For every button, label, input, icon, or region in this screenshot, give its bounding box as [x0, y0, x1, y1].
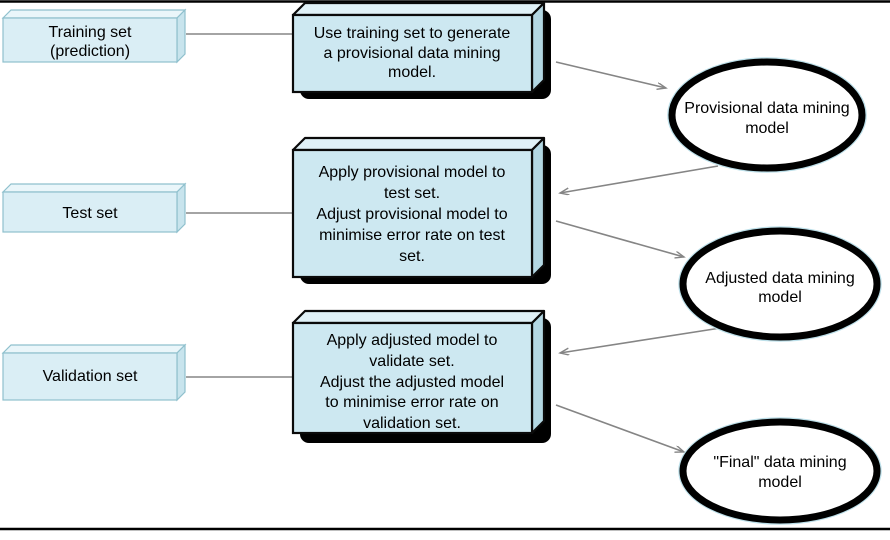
model-node-final: "Final" data mining model	[678, 417, 882, 525]
arrow-process3-to-final-model	[555, 404, 684, 452]
arrow-process1-to-provisional-model	[555, 61, 666, 88]
process-2-label-line5: set.	[399, 248, 425, 265]
adjusted-model-rim	[678, 226, 882, 342]
validation-set-box	[2, 352, 178, 401]
validation-set-box-top-face	[1, 344, 187, 354]
validation-set-box-side-face	[176, 343, 186, 402]
process-node-3: Apply adjusted model to validate set. Ad…	[291, 309, 551, 443]
final-model-rim	[678, 417, 882, 525]
process-2-label-line3: Adjust provisional model to	[316, 206, 507, 223]
model-node-provisional: Provisional data mining model	[667, 57, 867, 173]
test-set-box-side-face	[176, 182, 186, 234]
training-set-box-side-face	[176, 8, 186, 64]
final-model-ellipse	[679, 418, 881, 524]
adjusted-model-ellipse	[679, 227, 881, 341]
process-2-box	[291, 148, 534, 279]
process-2-label-line4: minimise error rate on test	[319, 227, 505, 244]
process-1-top-face	[291, 1, 546, 17]
process-3-label-line5: validation set.	[363, 415, 461, 432]
process-3-label-line2: validate set.	[369, 353, 454, 370]
adjusted-model-label-line1: Adjusted data mining	[705, 270, 854, 287]
model-node-adjusted: Adjusted data mining model	[678, 226, 882, 342]
training-set-box-top-face	[1, 9, 187, 19]
arrow-provisional-model-to-process2	[560, 165, 719, 193]
training-set-label-line2: (prediction)	[50, 43, 130, 60]
adjusted-model-label-line2: model	[758, 289, 802, 306]
process-3-label-line1: Apply adjusted model to	[327, 332, 498, 349]
input-node-test-set: Test set	[1, 182, 187, 234]
process-2-side-face	[530, 136, 546, 279]
provisional-model-rim	[667, 57, 867, 173]
process-3-label-line3: Adjust the adjusted model	[320, 374, 504, 391]
input-node-training-set: Training set (prediction)	[1, 8, 187, 64]
provisional-model-label-line1: Provisional data mining	[684, 100, 849, 117]
process-1-label-line1: Use training set to generate	[314, 25, 511, 42]
provisional-model-ellipse	[668, 58, 866, 172]
input-node-validation-set: Validation set	[1, 343, 187, 402]
final-model-label-line1: "Final" data mining	[713, 454, 846, 471]
process-node-1: Use training set to generate a provision…	[291, 1, 551, 99]
test-set-label: Test set	[62, 205, 118, 222]
process-node-2: Apply provisional model to test set. Adj…	[291, 136, 551, 284]
validation-set-label: Validation set	[43, 368, 138, 385]
process-1-side-face	[530, 1, 546, 94]
process-3-side-face	[530, 309, 546, 435]
arrow-process2-to-adjusted-model	[555, 220, 684, 257]
training-set-box	[2, 17, 178, 63]
process-1-label-line3: model.	[388, 64, 436, 81]
process-3-label-line4: to minimise error rate on	[325, 394, 498, 411]
training-set-label-line1: Training set	[49, 24, 133, 41]
test-set-box	[2, 191, 178, 233]
process-2-label-line1: Apply provisional model to	[319, 164, 506, 181]
process-2-label-line2: test set.	[384, 185, 440, 202]
final-model-label-line2: model	[758, 474, 802, 491]
process-1-label-line2: a provisional data mining	[324, 45, 501, 62]
process-2-top-face	[291, 136, 546, 152]
process-1-box	[291, 13, 534, 94]
provisional-model-label-line2: model	[745, 120, 789, 137]
test-set-box-top-face	[1, 183, 187, 193]
connectors	[186, 33, 728, 452]
process-3-box	[291, 321, 534, 435]
arrow-adjusted-model-to-process3	[560, 326, 728, 353]
process-3-top-face	[291, 309, 546, 325]
